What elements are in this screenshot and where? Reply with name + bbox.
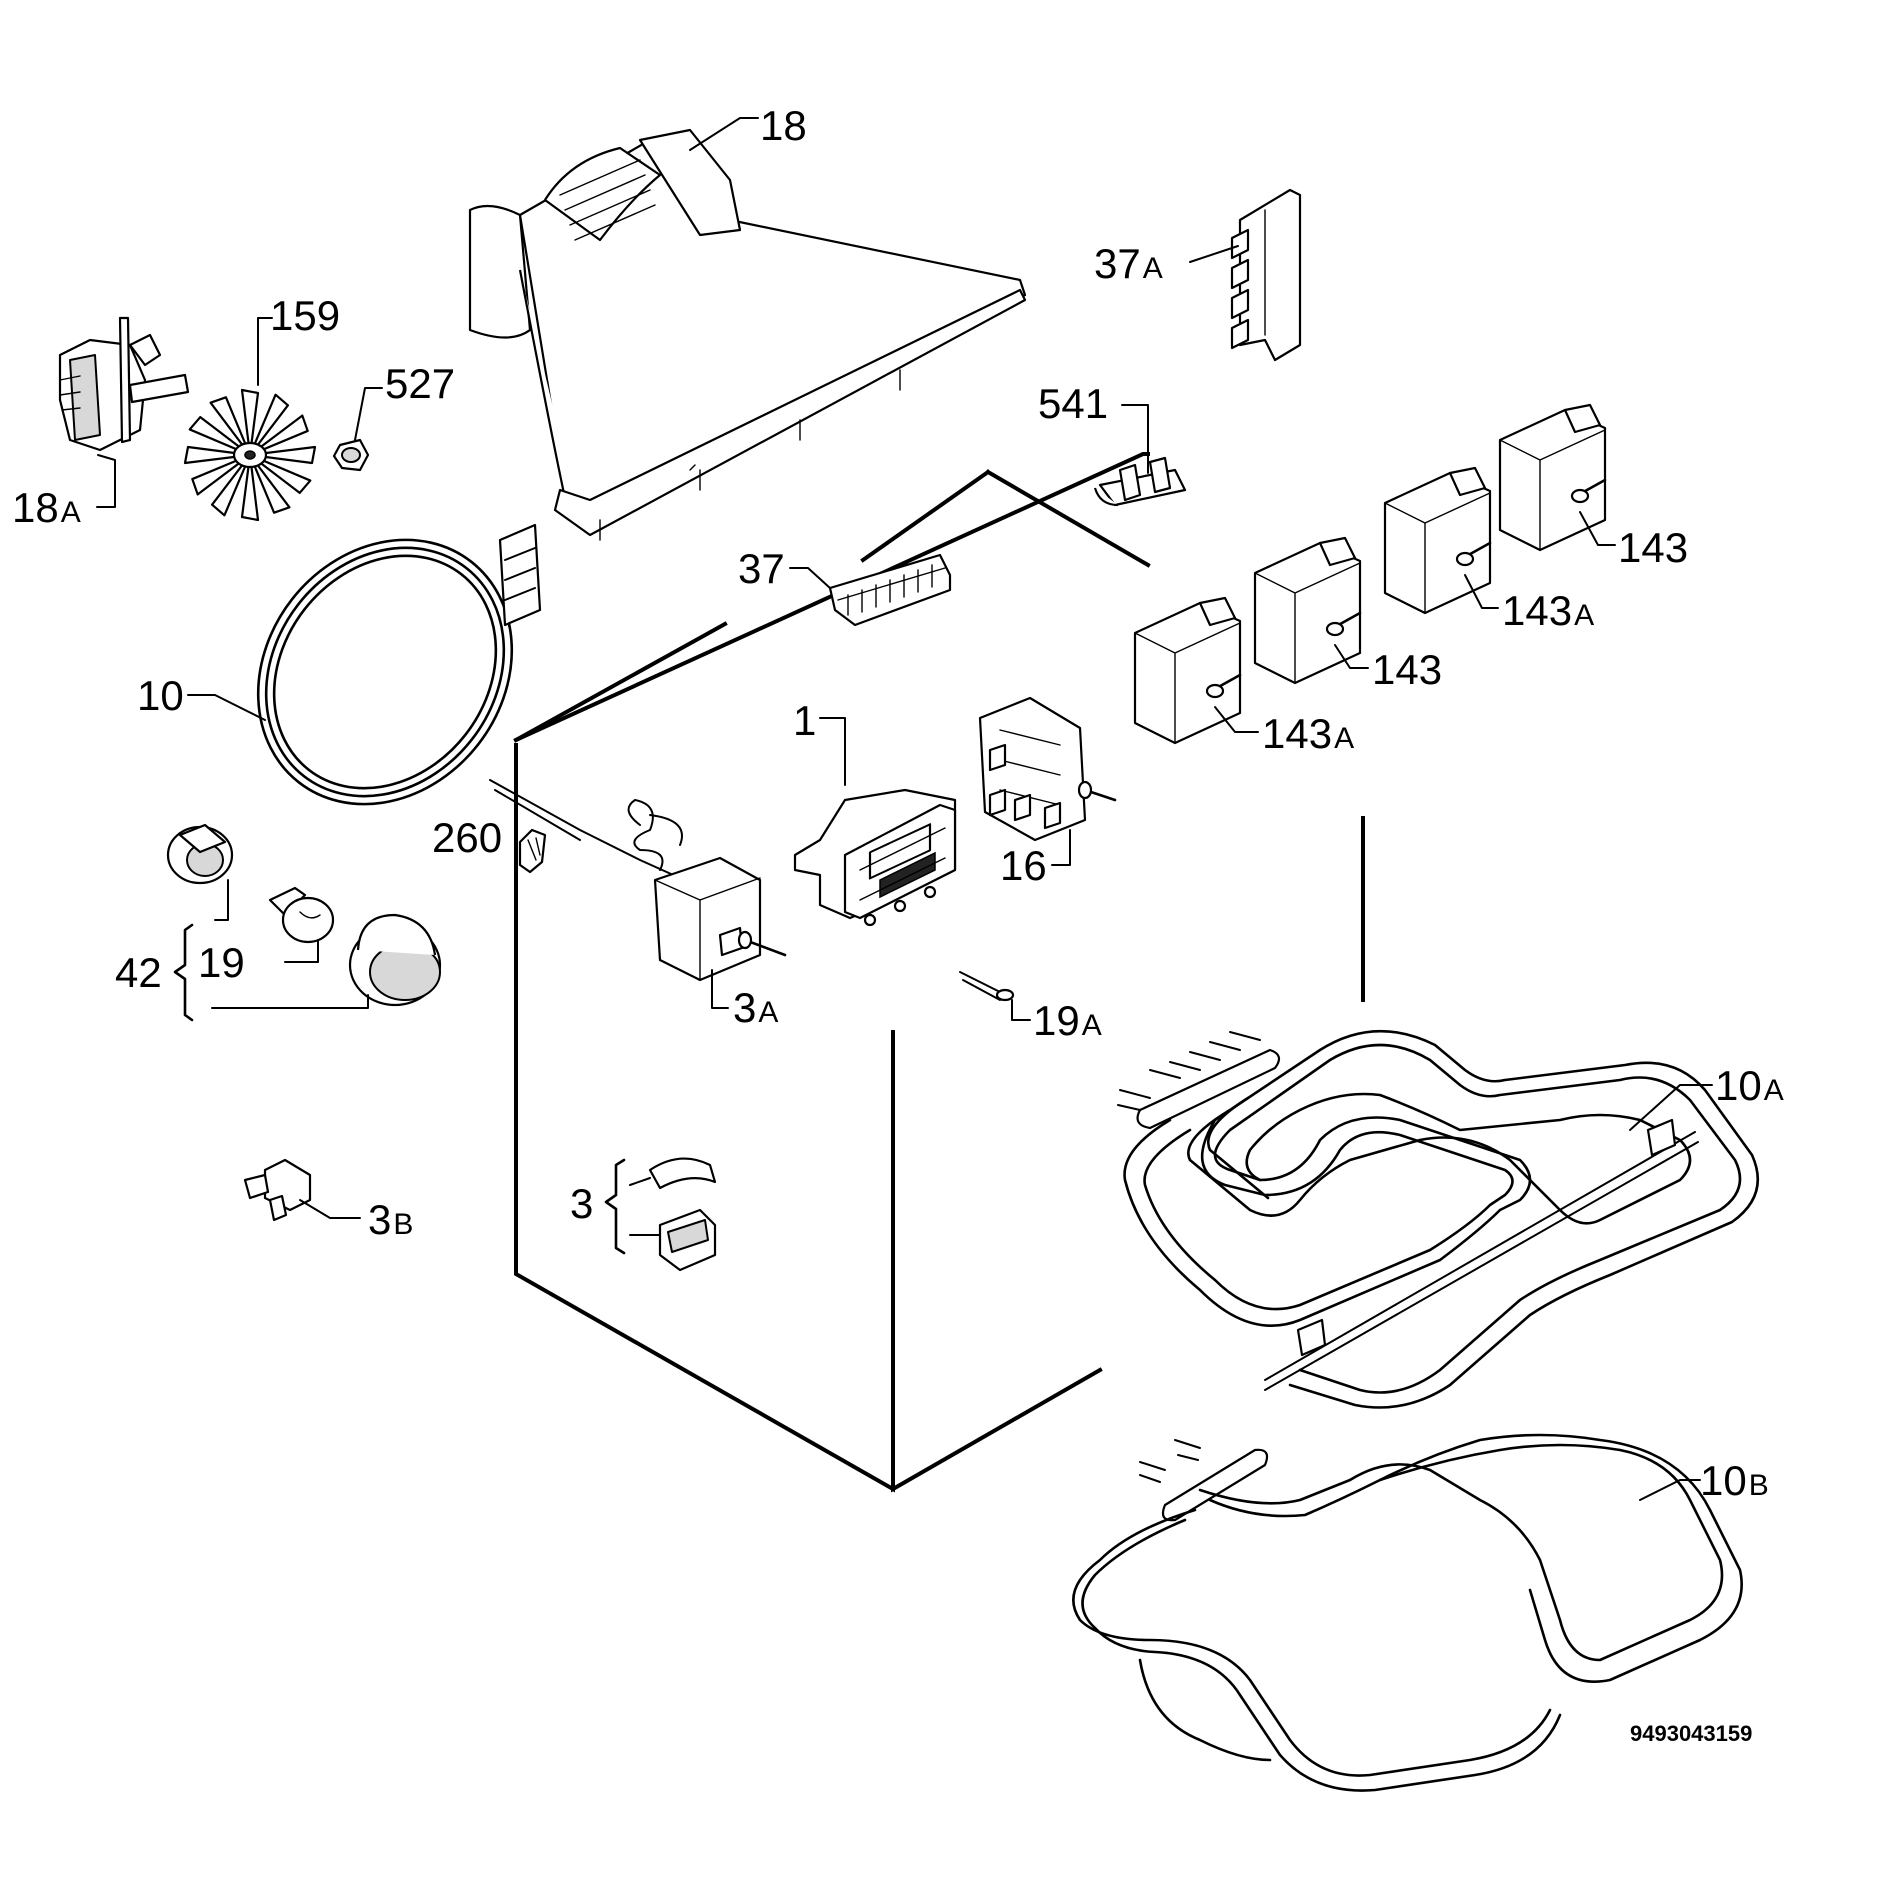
sensor-19a [959,971,1015,1002]
leader-42-holder [214,879,229,921]
label-527: 527 [385,360,455,407]
label-10b: 10B [1700,1457,1769,1504]
label-42: 42 [115,949,162,996]
leader-19 [284,939,319,963]
drawing-code: 9493043159 [1630,1721,1752,1746]
leader-10b [1639,1479,1701,1501]
clip-260 [518,828,547,874]
label-143-mid: 143 [1372,646,1442,693]
label-260: 260 [432,814,502,861]
label-19: 19 [198,939,245,986]
label-37: 37 [738,545,785,592]
label-10a: 10A [1715,1062,1784,1109]
leader-541 [1121,404,1149,474]
regulator-143a-top [1383,466,1492,615]
label-19a: 19A [1033,997,1102,1044]
label-3b: 3B [368,1196,413,1243]
fan-cowl-18 [468,128,1027,541]
label-541: 541 [1038,380,1108,427]
electronic-timer-1 [793,788,957,927]
leader-3-upper [629,1177,651,1186]
thermostat-kit-3 [648,1157,717,1272]
lamp-holder-42 [166,823,234,885]
label-18a: 18A [12,484,81,531]
label-37a: 37A [1094,240,1163,287]
regulator-143a-mid [1133,596,1242,745]
leader-3b [299,1199,361,1219]
brace-3 [604,1158,626,1255]
leader-18 [689,117,759,151]
label-3: 3 [570,1180,593,1227]
lamp-bulb-19 [268,886,335,944]
connector-541 [1093,456,1187,507]
leader-143-top [1579,511,1616,546]
leader-10a [1629,1084,1713,1131]
regulator-143-top [1498,403,1607,552]
label-3a: 3A [733,984,778,1031]
leader-19a [1011,999,1031,1021]
leader-143-mid [1334,644,1369,669]
regulator-143-mid [1253,536,1362,685]
selector-switch-16 [978,696,1117,842]
leader-16 [1051,829,1071,866]
label-143a-mid: 143A [1262,710,1354,757]
leader-37a [1189,245,1239,263]
label-143a-top: 143A [1502,587,1594,634]
leader-18a [96,454,116,508]
leader-143a-mid [1214,706,1259,733]
label-16: 16 [1000,842,1047,889]
fan-motor-18a [58,316,190,452]
bottom-element-10b [1072,1433,1743,1792]
label-159: 159 [270,292,340,339]
fan-blade-159 [183,388,317,522]
top-element-10a [1117,1029,1760,1409]
cutout-3b [243,1158,312,1222]
lamp-cover [348,913,442,1007]
leader-1 [819,717,846,786]
leader-42-cover [211,994,369,1009]
leader-37 [789,567,831,589]
terminal-strip-37 [828,553,952,627]
oven-cavity-outline [513,452,1365,1493]
label-143-top: 143 [1618,524,1688,571]
brace-42 [173,923,194,1022]
leader-527 [354,387,383,441]
leader-159 [257,317,273,386]
leader-3a [711,969,729,1009]
thermostat-3a [489,779,787,982]
label-1: 1 [793,697,816,744]
leader-10 [187,694,266,721]
terminal-block-37a [1230,188,1302,362]
nut-527 [332,438,370,472]
label-18: 18 [760,102,807,149]
label-10: 10 [137,672,184,719]
circular-element-10 [256,523,542,806]
leader-143a-top [1464,574,1499,609]
